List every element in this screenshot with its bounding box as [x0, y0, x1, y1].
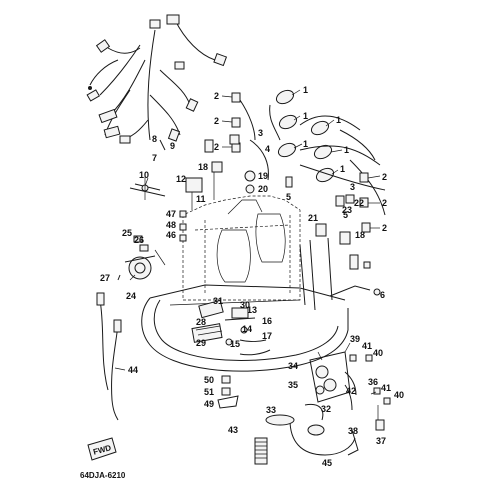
- callout-label: 28: [196, 317, 206, 327]
- callout-label: 1: [303, 139, 308, 149]
- callout-label: 34: [288, 361, 298, 371]
- fwd-marker: FWD: [87, 437, 117, 461]
- callout-label: 2: [382, 172, 387, 182]
- callout-label: 48: [166, 220, 176, 230]
- callout-label: 19: [258, 171, 268, 181]
- callout-label: 5: [286, 192, 291, 202]
- center-lower-group: [191, 299, 271, 356]
- callout-label: 31: [213, 296, 223, 306]
- callout-label: 49: [204, 399, 214, 409]
- callout-label: 41: [381, 383, 391, 393]
- callout-label: 38: [348, 426, 358, 436]
- callout-label: 2: [214, 142, 219, 152]
- callout-label: 40: [373, 348, 383, 358]
- callout-label: 24: [126, 291, 136, 301]
- callout-label: 22: [354, 198, 364, 208]
- callout-label: 13: [247, 305, 257, 315]
- callout-label: 8: [152, 134, 157, 144]
- callout-label: 33: [266, 405, 276, 415]
- callout-label: 30: [240, 300, 250, 310]
- callout-label: 37: [376, 436, 386, 446]
- callout-label: 1: [344, 145, 349, 155]
- callout-label: 44: [128, 365, 138, 375]
- switch-panel-group: [289, 351, 391, 456]
- callout-label: 2: [382, 198, 387, 208]
- callout-label: 35: [288, 380, 298, 390]
- callout-label: 17: [262, 331, 272, 341]
- callout-label: 29: [196, 338, 206, 348]
- callout-label: 1: [303, 111, 308, 121]
- callout-label: 41: [362, 341, 372, 351]
- callout-label: 16: [262, 316, 272, 326]
- lower-left-group: [217, 375, 295, 465]
- callout-label: 1: [303, 85, 308, 95]
- ignition-coils: [231, 89, 386, 233]
- diagram-code: 64DJA-6210: [80, 471, 126, 480]
- callout-label: 42: [346, 386, 356, 396]
- callout-label: 4: [265, 144, 270, 154]
- engine-block-outline: [182, 195, 301, 301]
- callout-label: 14: [242, 324, 252, 334]
- callout-label: 18: [355, 230, 365, 240]
- callout-label: 3: [350, 182, 355, 192]
- callout-label: 11: [196, 194, 206, 204]
- callout-label: 27: [100, 273, 110, 283]
- callout-label: 45: [322, 458, 332, 468]
- callout-label: 10: [139, 170, 149, 180]
- bottom-cowling: [141, 284, 349, 372]
- relay-group: [96, 255, 156, 421]
- callout-label: 5: [343, 210, 348, 220]
- left-bracket-group: [129, 175, 187, 266]
- callout-label: 2: [382, 223, 387, 233]
- callout-label: 40: [394, 390, 404, 400]
- right-lower-group: [299, 194, 381, 311]
- callout-label: 23: [342, 205, 352, 215]
- wiring-harness: [86, 14, 228, 151]
- callout-label: 9: [170, 141, 175, 151]
- callout-label: 47: [166, 209, 176, 219]
- cdi-unit-group: [185, 134, 293, 210]
- callout-label: 3: [258, 128, 263, 138]
- callout-label: 15: [230, 339, 240, 349]
- callout-labels: 1 1 1 1 1 1 2 2 2 2 2 2 3 3 4 5 5 6 7 8 …: [100, 85, 404, 468]
- callout-label: 20: [258, 184, 268, 194]
- callout-label: 2: [214, 116, 219, 126]
- callout-label: 6: [380, 290, 385, 300]
- callout-label: 18: [198, 162, 208, 172]
- callout-label: 43: [228, 425, 238, 435]
- callout-label: 46: [166, 230, 176, 240]
- callout-label: 1: [340, 164, 345, 174]
- leader-lines: [114, 89, 381, 395]
- callout-label: 12: [176, 174, 186, 184]
- callout-label: 39: [350, 334, 360, 344]
- callout-label: 1: [336, 115, 341, 125]
- callout-label: 7: [152, 153, 157, 163]
- callout-label: 26: [134, 235, 144, 245]
- callout-label: 50: [204, 375, 214, 385]
- callout-label: 32: [321, 404, 331, 414]
- callout-label: 36: [368, 377, 378, 387]
- callout-label: 21: [308, 213, 318, 223]
- callout-label: 2: [214, 91, 219, 101]
- callout-label: 51: [204, 387, 214, 397]
- callout-label: 25: [122, 228, 132, 238]
